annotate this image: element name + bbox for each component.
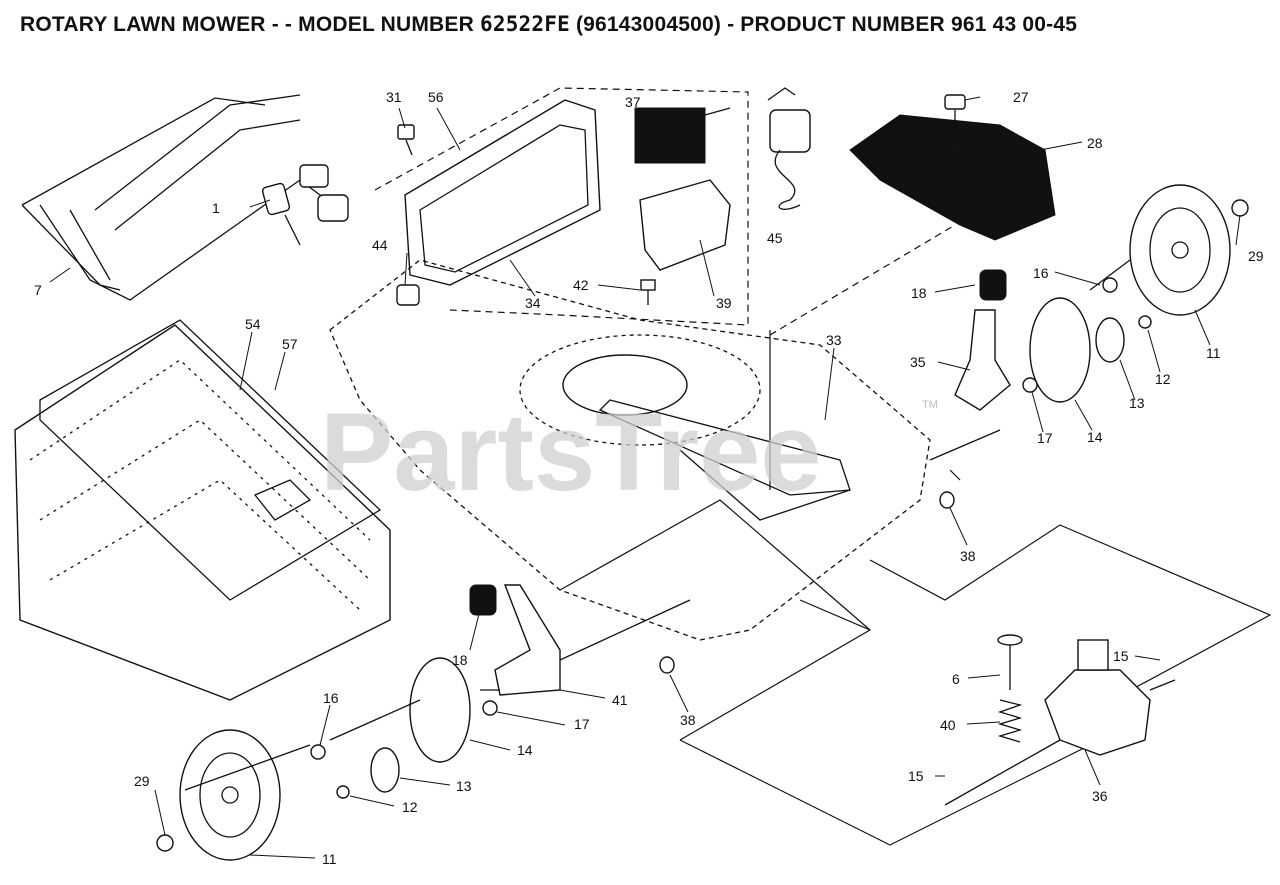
callout-29-right: 29 [1248,248,1264,264]
watermark-text: PartsTree [320,391,821,514]
right-assembly-outline [769,330,1272,721]
callout-16-left: 16 [323,690,339,706]
axle [559,429,1001,661]
callout-11-right: 11 [1206,345,1221,361]
callout-36: 36 [1092,788,1108,804]
callout-15-lower: 15 [908,768,924,784]
rear-wheel-right [1129,184,1231,316]
callout-12-left: 12 [402,799,418,815]
callout-1: 1 [212,200,220,216]
callout-11-left: 11 [322,851,337,867]
handle-assembly [21,94,349,301]
engine-dashed-box [769,224,956,336]
callout-12-right: 12 [1155,371,1171,387]
mower-deck [329,259,931,641]
callout-56: 56 [428,89,444,105]
watermark-trademark: TM [922,399,938,411]
callout-38-right: 38 [960,548,976,564]
callout-27: 27 [1013,89,1029,105]
leader-lines [49,96,1241,859]
callout-14-left: 14 [517,742,533,758]
engine-cover-28 [849,114,1056,241]
lower-deck-outline [559,499,871,631]
title-prefix: ROTARY LAWN MOWER - - MODEL NUMBER [20,13,481,36]
left-height-adjuster [469,584,561,696]
wheel-axis-lines [184,259,1131,791]
upper-cover [404,99,601,286]
callout-17-left: 17 [574,716,590,732]
bolt-44 [396,284,420,306]
charger-45 [767,87,811,210]
right-height-adjuster [954,269,1011,411]
callout-17-right: 17 [1037,430,1053,446]
callout-31: 31 [386,89,402,105]
callout-18-left: 18 [452,652,468,668]
battery-tray-39 [639,179,731,271]
callout-39: 39 [716,295,732,311]
callout-54: 54 [245,316,261,332]
callout-16-right: 16 [1033,265,1049,281]
wheel-discs [156,199,1249,852]
bolt-42 [640,279,656,305]
callout-41: 41 [612,692,628,708]
callout-37: 37 [625,94,641,110]
bolt-31 [397,124,415,156]
model-number: 62522FE [480,12,570,36]
callout-29-left: 29 [134,773,150,789]
callout-34: 34 [525,295,541,311]
callout-13-left: 13 [456,778,472,794]
gearbox-36 [944,639,1176,806]
callout-42: 42 [573,277,589,293]
callout-35: 35 [910,354,926,370]
title-suffix: (96143004500) - PRODUCT NUMBER 961 43 00… [569,13,1078,36]
callout-33: 33 [826,332,842,348]
grass-bag [14,319,391,701]
callout-15-upper: 15 [1113,648,1129,664]
battery-37 [634,107,731,164]
bolt-27 [944,94,966,150]
callout-14-right: 14 [1087,429,1103,445]
callout-7: 7 [34,282,42,298]
diagram-title: ROTARY LAWN MOWER - - MODEL NUMBER 62522… [20,12,1260,37]
callout-40: 40 [940,717,956,733]
callout-13-right: 13 [1129,395,1145,411]
callout-57: 57 [282,336,298,352]
callout-18-right: 18 [911,285,927,301]
pin-6-spring-40 [997,634,1023,743]
callout-38-left: 38 [680,712,696,728]
callout-6: 6 [952,671,960,687]
callout-45: 45 [767,230,783,246]
callout-44: 44 [372,237,388,253]
lower-right-assembly-outline [679,599,1101,846]
front-wheel-left [179,729,281,861]
callout-28: 28 [1087,135,1103,151]
